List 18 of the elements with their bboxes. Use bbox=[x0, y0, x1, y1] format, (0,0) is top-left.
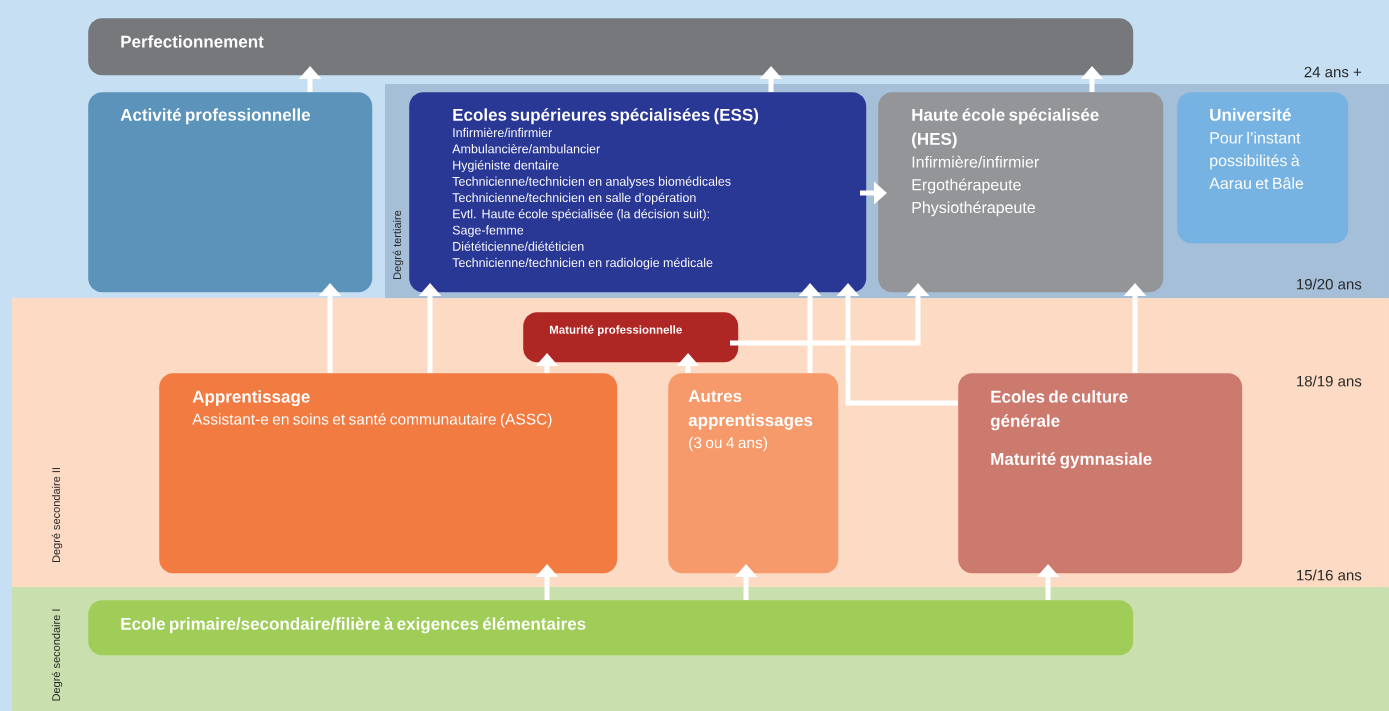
stage-box: Université Pour l’instant possibilités à Aarau et Bâle bbox=[1177, 92, 1349, 244]
stage-box: Haute école spécialisée (HES) Infirmière/infirmier Ergothérapeute Physiothérapeute bbox=[878, 92, 1164, 293]
stage-box: Perfectionnement bbox=[88, 18, 1134, 76]
age-label: 24 ans + bbox=[1304, 66, 1362, 78]
age-label: 18/19 ans bbox=[1297, 375, 1362, 387]
level-label: Degré secondaire II bbox=[51, 468, 63, 563]
stage-pill: Maturité professionnelle bbox=[523, 312, 739, 363]
stage-box: Ecole primaire/secondaire/filière à exigences élémentaires bbox=[88, 600, 1134, 656]
stage-box: Apprentissage Assistant-e en soins et santé communautaire (ASSC) bbox=[159, 373, 618, 574]
level-label: Degré secondaire I bbox=[51, 609, 63, 701]
arrow bbox=[836, 283, 958, 406]
age-label: 15/16 ans bbox=[1297, 569, 1362, 581]
stage-box: Ecoles supérieures spécialisées (ESS) Infirmière/infirmier Ambulancière/ambulancier Hygiéniste dentaire Technicienne/technicien en analyses biomédicales Technicienne/technicien en salle d’opération Evtl. Haute école spécialisée (la décision suit): Sage-femme Diététicienne/diététicien Technicienne/technicien en radiologie médicale bbox=[409, 92, 867, 293]
stage-box: Ecoles de culture générale Maturité gymnasiale bbox=[958, 373, 1243, 574]
stage-box: Activité professionnelle bbox=[88, 92, 373, 293]
stage-box: Autres apprentissages (3 ou 4 ans) bbox=[668, 373, 839, 574]
level-label: Degré tertiaire bbox=[392, 210, 404, 279]
age-label: 19/20 ans bbox=[1297, 278, 1362, 290]
